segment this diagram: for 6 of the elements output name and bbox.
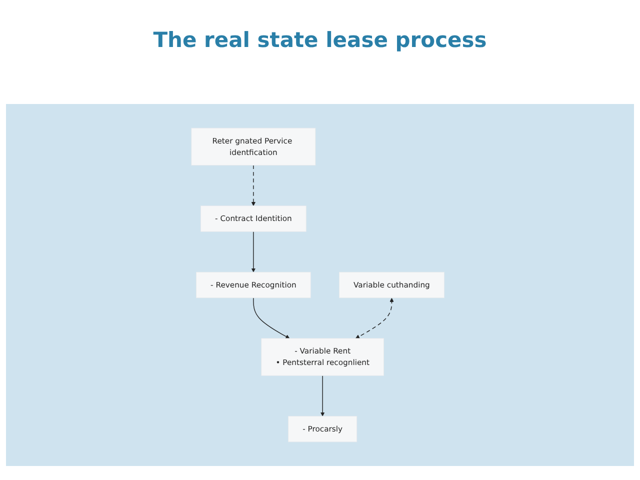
arrow	[355, 298, 394, 339]
arrow	[320, 375, 325, 416]
arrow	[253, 298, 290, 339]
arrow	[251, 231, 256, 272]
arrow	[251, 164, 256, 206]
diagram-title: The real state lease process	[152, 28, 488, 52]
